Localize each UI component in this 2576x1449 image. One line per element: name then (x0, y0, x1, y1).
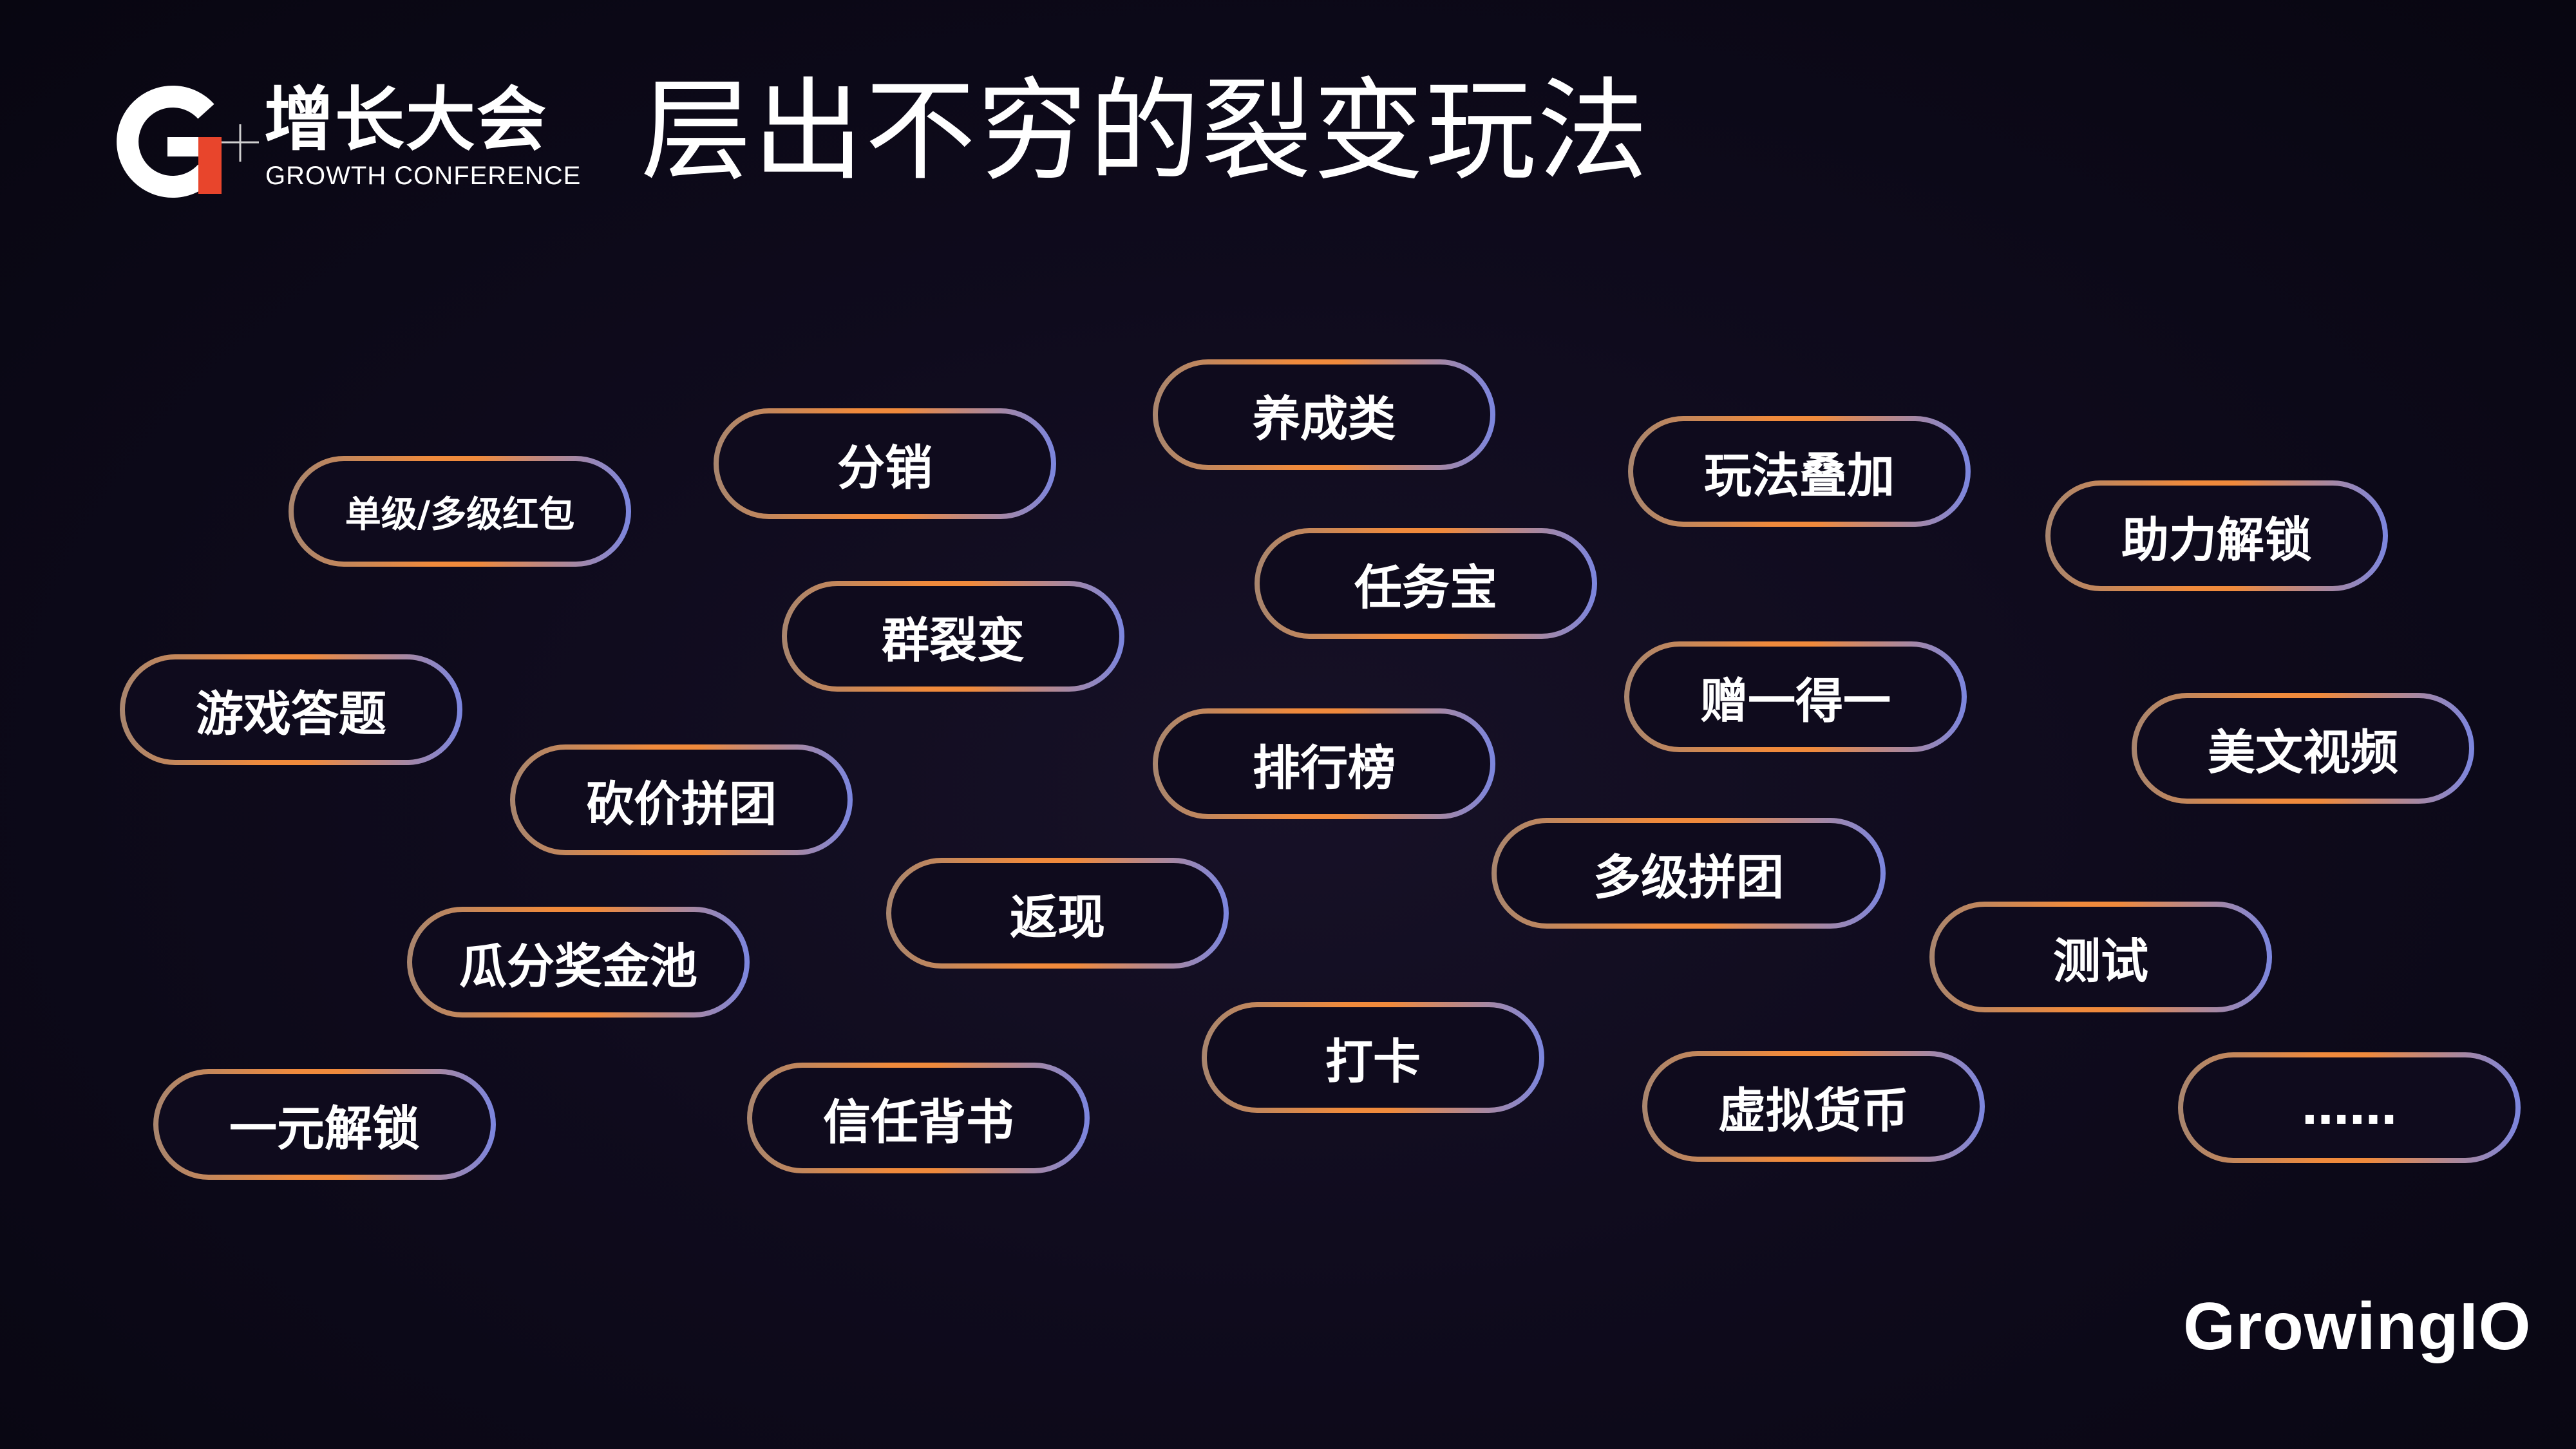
tag-label: 单级/多级红包 (345, 493, 575, 536)
tag-pill: 多级拼团 (1492, 818, 1886, 929)
tag-label: 助力解锁 (2121, 512, 2312, 568)
tag-pill: 玩法叠加 (1628, 416, 1971, 527)
tag-pill: 群裂变 (782, 581, 1124, 692)
tag-pill: 分销 (714, 408, 1056, 519)
logo-english-text: GROWTH CONFERENCE (265, 162, 582, 190)
tag-pill: 信任背书 (747, 1063, 1090, 1173)
tag-pill: 返现 (886, 858, 1229, 969)
tag-pill: 测试 (1929, 902, 2272, 1012)
tag-label: 虚拟货币 (1718, 1083, 1909, 1139)
tag-label: 一元解锁 (229, 1101, 420, 1157)
tag-pill: 瓜分奖金池 (407, 907, 750, 1018)
tag-pill: 一元解锁 (153, 1069, 496, 1180)
tag-label: 多级拼团 (1593, 849, 1784, 905)
tag-label: 打卡 (1325, 1034, 1421, 1090)
tag-pill: 任务宝 (1255, 528, 1597, 639)
tag-label: 游戏答题 (196, 686, 386, 742)
tag-label: 美文视频 (2208, 724, 2398, 781)
tag-pill: 砍价拼团 (510, 744, 853, 855)
tag-pill: 打卡 (1202, 1002, 1544, 1113)
tag-label: 返现 (1010, 889, 1105, 945)
tag-label: 信任背书 (823, 1094, 1014, 1150)
page-title: 层出不穷的裂变玩法 (641, 66, 1649, 196)
tag-pill: 养成类 (1153, 359, 1495, 470)
tag-pill: …… (2178, 1052, 2521, 1163)
tag-pill: 美文视频 (2132, 693, 2474, 804)
tag-label: 赠一得一 (1700, 673, 1891, 729)
tag-pill: 赠一得一 (1624, 641, 1967, 752)
tag-pill: 助力解锁 (2045, 480, 2388, 591)
tag-label: 玩法叠加 (1704, 448, 1895, 504)
tag-pill: 单级/多级红包 (289, 456, 631, 567)
tag-label: 排行榜 (1253, 740, 1396, 796)
tag-pill: 虚拟货币 (1642, 1051, 1985, 1162)
tag-label: 任务宝 (1354, 560, 1497, 616)
tag-label: 砍价拼团 (586, 776, 777, 832)
growth-conference-g-mark-icon (117, 86, 259, 198)
tag-label: 瓜分奖金池 (459, 938, 697, 994)
tag-pill: 排行榜 (1153, 708, 1495, 819)
growth-conference-logo: 增长大会 GROWTH CONFERENCE (109, 80, 580, 203)
tag-label: 养成类 (1253, 391, 1396, 447)
tag-label: 群裂变 (882, 612, 1025, 668)
tag-pill: 游戏答题 (120, 654, 462, 765)
tag-label: 分销 (837, 440, 933, 496)
logo-chinese-text: 增长大会 (264, 80, 548, 160)
tag-label: 测试 (2053, 933, 2148, 989)
growingio-logo: GrowingIO (2183, 1289, 2532, 1364)
tag-label: …… (2302, 1080, 2397, 1135)
